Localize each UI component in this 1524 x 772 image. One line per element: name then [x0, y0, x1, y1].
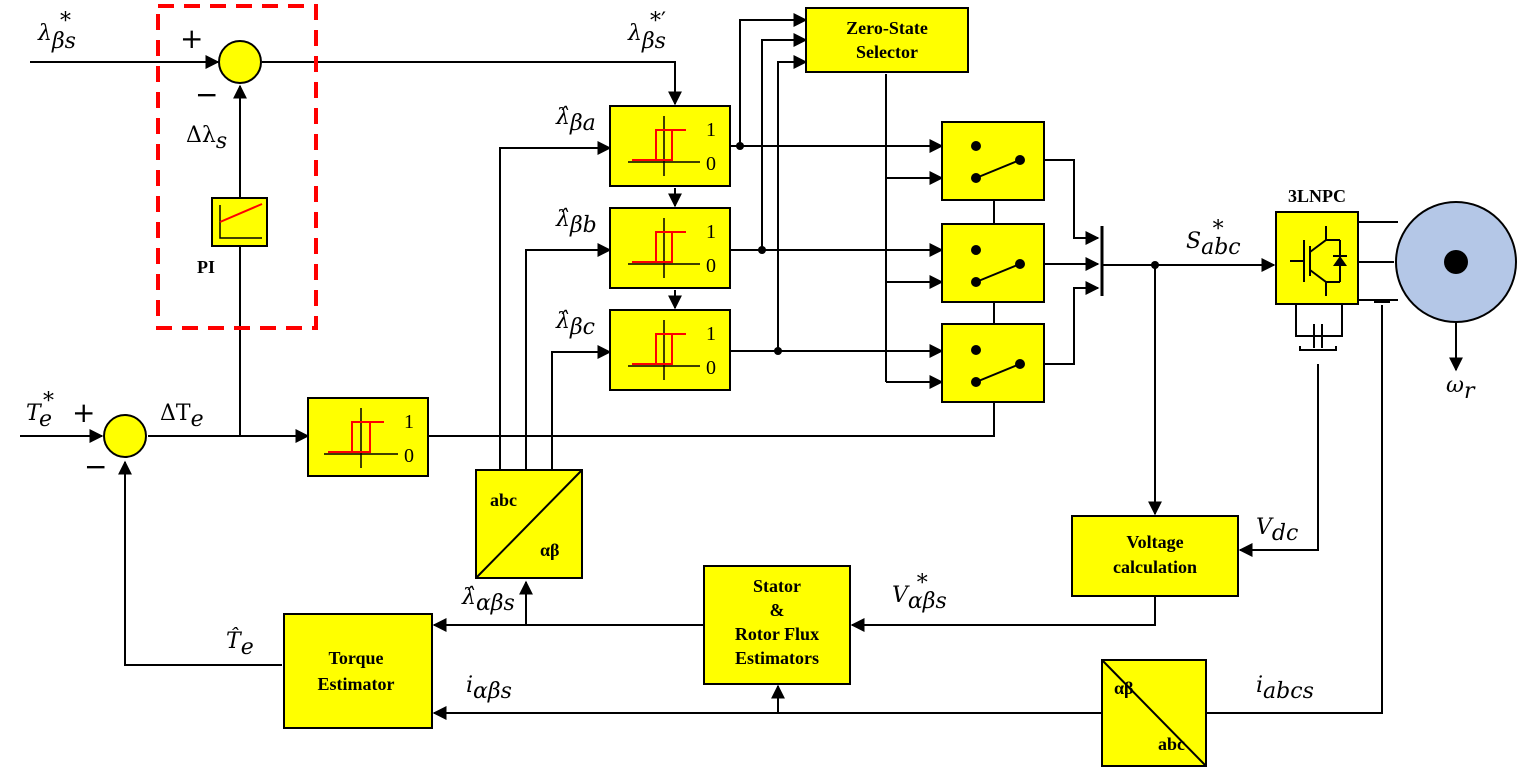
modified-flux-reference-label: λβs*′: [627, 9, 666, 54]
flux-reference-label: λβs*: [37, 9, 76, 54]
torque-estimator-label-2: Estimator: [318, 674, 395, 694]
ab-abc-bottom-label: abc: [1158, 734, 1185, 754]
comparator-b-high: 1: [706, 221, 716, 243]
comparator-b-low: 0: [706, 255, 716, 277]
torque-summing-junction: [103, 414, 147, 458]
vdc-label: Vdc: [1256, 515, 1298, 546]
estimator-label-2: &: [770, 600, 785, 620]
abc-ab-bottom-label: αβ: [540, 540, 560, 560]
comparator-c-low: 0: [706, 357, 716, 379]
estimator-label-3: Rotor Flux: [735, 624, 819, 644]
i-alphabeta-label: iαβs: [466, 673, 512, 704]
comparator-a-high: 1: [706, 119, 716, 141]
flux-minus-sign: −: [195, 78, 218, 111]
vref-label: Vαβs*: [892, 571, 947, 614]
estimator-label-4: Estimators: [735, 648, 819, 668]
delta-lambda-label: Δλs: [186, 123, 227, 154]
torque-comparator-low: 0: [404, 445, 414, 467]
inverter-label: 3LNPC: [1288, 186, 1346, 206]
torque-reference-label: Te*: [26, 389, 54, 432]
alphabeta-to-abc-block: [1101, 659, 1207, 767]
zero-state-selector-block: [805, 7, 969, 73]
i-abc-label: iabcs: [1256, 673, 1314, 704]
abc-ab-top-label: abc: [490, 490, 517, 510]
pi-controller-block: [211, 197, 268, 247]
torque-minus-sign: −: [84, 450, 107, 483]
torque-comparator-high: 1: [404, 411, 414, 433]
voltage-calculation-block: [1071, 515, 1239, 597]
lambda-alphabeta-label: λ̂αβs: [461, 585, 515, 616]
selector-switch-a: [941, 121, 1045, 201]
flux-plus-sign: +: [180, 22, 203, 55]
motor-icon: [1395, 201, 1517, 323]
ab-abc-top-label: αβ: [1114, 678, 1134, 698]
lambda-a-label: λ̂βa: [555, 105, 596, 136]
delta-torque-label: ΔTe: [160, 401, 204, 432]
pi-label: PI: [197, 257, 215, 277]
voltage-calc-label-2: calculation: [1113, 557, 1197, 577]
torque-estimator-block: [283, 613, 433, 729]
comparator-a-low: 0: [706, 153, 716, 175]
zero-state-label-2: Selector: [856, 42, 918, 62]
estimator-label-1: Stator: [753, 576, 801, 596]
selector-switch-c: [941, 323, 1045, 403]
zero-state-label-1: Zero-State: [846, 18, 928, 38]
comparator-c-high: 1: [706, 323, 716, 345]
pi-outer-loop-frame: [156, 4, 318, 330]
flux-estimators-block: [703, 565, 851, 685]
flux-hysteresis-b: [609, 207, 731, 289]
lambda-c-label: λ̂βc: [555, 309, 595, 340]
flux-hysteresis-a: [609, 105, 731, 187]
wires: [20, 13, 1463, 720]
torque-estimate-label: T̂e: [226, 628, 254, 660]
torque-plus-sign: +: [72, 396, 95, 429]
flux-summing-junction: [218, 40, 262, 84]
rotor-speed-label: ωr: [1446, 373, 1476, 404]
abc-to-alphabeta-block: [475, 469, 583, 579]
lambda-b-label: λ̂βb: [555, 207, 597, 238]
flux-hysteresis-c: [609, 309, 731, 391]
torque-estimator-label-1: Torque: [328, 648, 383, 668]
voltage-calc-label-1: Voltage: [1126, 532, 1183, 552]
switching-signal-label: Sabc*: [1186, 217, 1241, 260]
torque-hysteresis: [307, 397, 429, 477]
selector-switch-b: [941, 223, 1045, 303]
inverter-block: [1275, 211, 1359, 305]
